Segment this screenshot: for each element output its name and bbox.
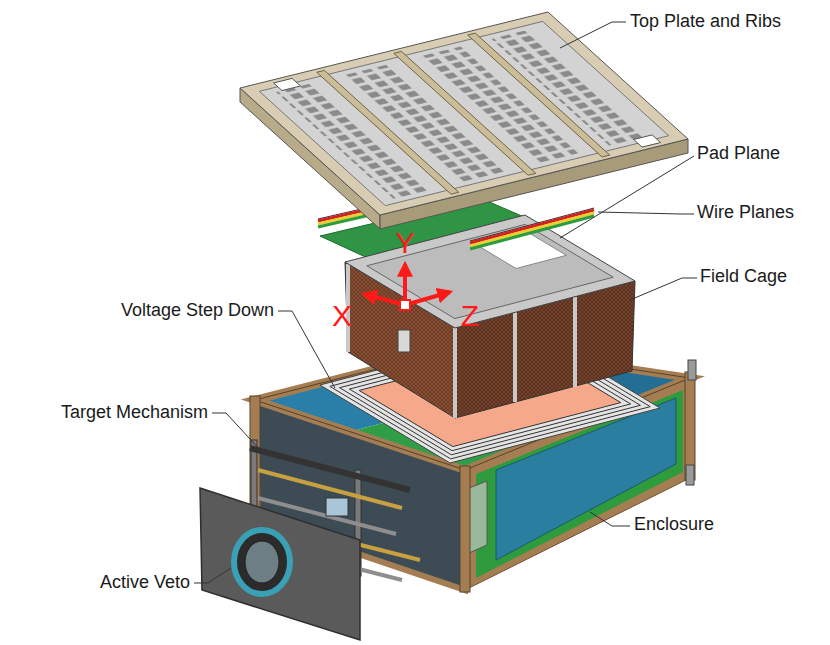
part-label: Field Cage: [700, 266, 787, 288]
field-cage: [345, 215, 635, 418]
part-label: Active Veto: [100, 572, 190, 594]
part-label: Pad Plane: [697, 143, 780, 165]
coordinate-axes: [364, 264, 450, 310]
axis-label: X: [332, 299, 352, 332]
axis-label: Z: [461, 299, 479, 332]
part-label: Top Plate and Ribs: [630, 11, 781, 33]
top-plate: [240, 12, 688, 229]
axis-label: Y: [395, 226, 415, 259]
part-label: Target Mechanism: [61, 402, 208, 424]
part-label: Wire Planes: [697, 202, 794, 224]
active-veto: [200, 488, 360, 640]
part-label: Voltage Step Down: [121, 300, 274, 322]
part-label: Enclosure: [634, 514, 714, 536]
